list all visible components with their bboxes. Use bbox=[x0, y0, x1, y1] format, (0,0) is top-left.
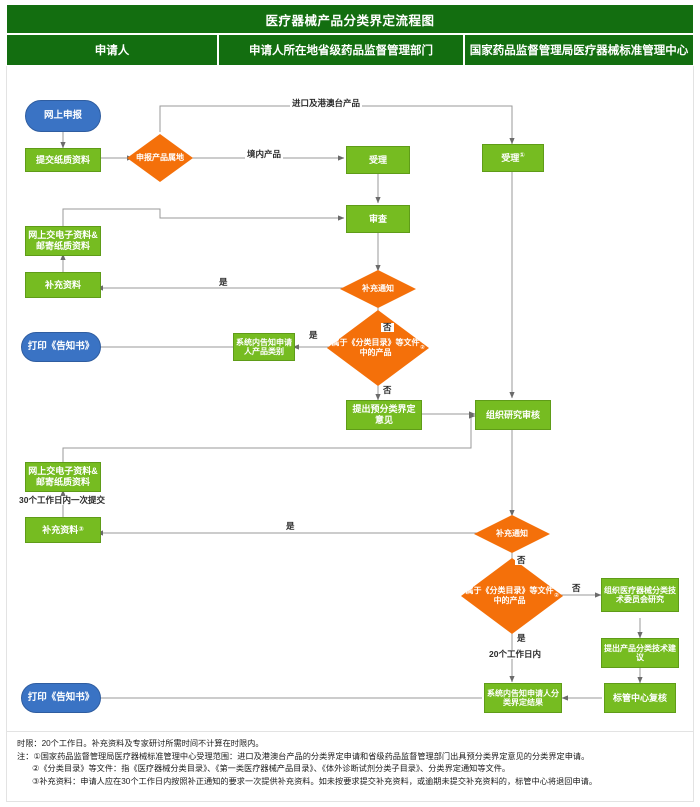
edge-label-yes-1: 是 bbox=[217, 277, 230, 287]
edge-label-yes-2: 是 bbox=[307, 330, 320, 340]
swimlane-header-province: 申请人所在地省级药品监督管理部门 bbox=[218, 34, 464, 66]
edge-label-no-4: 否 bbox=[570, 583, 583, 593]
node-system-notify-result[interactable]: 系统内告知申请人分类界定结果 bbox=[484, 683, 562, 713]
decision-supplement-notice-2[interactable]: 补充通知 bbox=[474, 515, 550, 553]
node-supplement-material-1[interactable]: 补充资料 bbox=[25, 272, 101, 298]
swimlane-header-center: 国家药品监督管理局医疗器械标准管理中心 bbox=[464, 34, 694, 66]
node-review[interactable]: 审查 bbox=[346, 205, 410, 233]
footnote-time-limit: 时限：20个工作日。补充资料及专家研讨所需时间不计算在时限内。 bbox=[17, 739, 264, 748]
footnote-note-2: ②《分类目录》等文件：指《医疗器械分类目录》、《第一类医疗器械产品目录》、《体外… bbox=[32, 764, 511, 774]
page-title: 医疗器械产品分类界定流程图 bbox=[6, 4, 694, 34]
decision-supplement-notice-1[interactable]: 补充通知 bbox=[340, 270, 416, 308]
node-organize-review[interactable]: 组织研究审核 bbox=[475, 400, 551, 430]
edge-label-import: 进口及港澳台产品 bbox=[290, 98, 363, 108]
node-accept-province[interactable]: 受理 bbox=[346, 146, 410, 174]
edge-label-submit-30-days: 30个工作日内一次提交 bbox=[17, 495, 107, 505]
edge-label-yes-3: 是 bbox=[284, 521, 297, 531]
edge-label-no-1: 否 bbox=[381, 322, 394, 332]
edge-label-20-working-days: 20个工作日内 bbox=[487, 649, 543, 659]
node-print-notice-1[interactable]: 打印《告知书》 bbox=[21, 332, 101, 362]
node-online-docs-1[interactable]: 网上交电子资料&邮寄纸质资料 bbox=[25, 226, 101, 256]
edge-label-domestic: 境内产品 bbox=[245, 149, 284, 159]
edge-label-yes-4: 是 bbox=[515, 633, 528, 643]
swimlane-header: 申请人 申请人所在地省级药品监督管理部门 国家药品监督管理局医疗器械标准管理中心 bbox=[6, 34, 694, 66]
node-print-notice-2[interactable]: 打印《告知书》 bbox=[21, 683, 101, 713]
node-online-docs-2[interactable]: 网上交电子资料&邮寄纸质资料 bbox=[25, 462, 101, 492]
node-committee-research[interactable]: 组织医疗器械分类技术委员会研究 bbox=[601, 578, 679, 612]
edge-label-no-2: 否 bbox=[381, 385, 394, 395]
swimlane-header-applicant: 申请人 bbox=[6, 34, 218, 66]
node-submit-paper[interactable]: 提交纸质资料 bbox=[25, 148, 101, 172]
node-online-apply[interactable]: 网上申报 bbox=[25, 100, 101, 132]
footnote-note-3: ③补充资料：申请人应在30个工作日内按照补正通知的要求一次提供补充资料。如未按要… bbox=[32, 777, 598, 787]
edge-label-no-3: 否 bbox=[515, 555, 528, 565]
node-pre-classification-opinion[interactable]: 提出预分类界定意见 bbox=[346, 400, 422, 430]
node-system-notify-category[interactable]: 系统内告知申请人产品类别 bbox=[233, 333, 295, 361]
node-tech-advice[interactable]: 提出产品分类技术建议 bbox=[601, 638, 679, 668]
connector-layer bbox=[60, 105, 643, 701]
footnote-note-1: 注：①国家药品监督管理局医疗器械标准管理中心受理范围：进口及港澳台产品的分类界定… bbox=[17, 751, 590, 761]
footnotes: 时限：20个工作日。补充资料及专家研讨所需时间不计算在时限内。 注：①国家药品监… bbox=[6, 732, 694, 802]
node-accept-center-label: 受理① bbox=[501, 151, 525, 163]
decision-product-origin[interactable]: 申报产品属地 bbox=[127, 134, 193, 182]
node-accept-center[interactable]: 受理① bbox=[482, 144, 544, 172]
flowchart-canvas: 网上申报 提交纸质资料 网上交电子资料&邮寄纸质资料 补充资料 打印《告知书》 … bbox=[6, 66, 694, 732]
node-center-recheck[interactable]: 标管中心复核 bbox=[604, 683, 676, 713]
